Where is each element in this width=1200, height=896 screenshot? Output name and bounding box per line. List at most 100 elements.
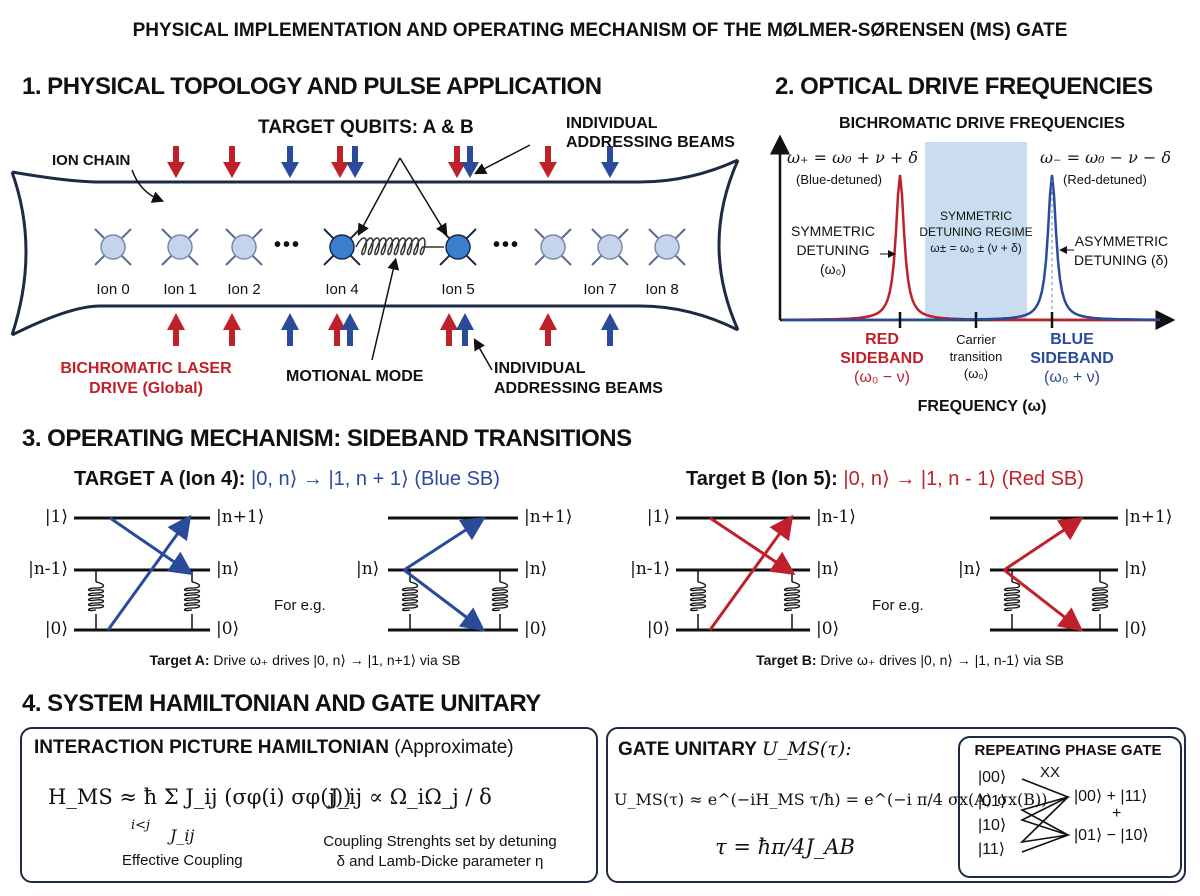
- ion-label: Ion 0: [96, 281, 130, 298]
- section3-heading: 3. OPERATING MECHANISM: SIDEBAND TRANSIT…: [22, 425, 632, 452]
- section2-heading: 2. OPTICAL DRIVE FREQUENCIES: [775, 73, 1153, 100]
- hamiltonian-equation: H_MS ≈ ħ Σ J_ij (σφ(i) σφ(j)): [48, 785, 352, 809]
- blue-beam-arrow: [461, 146, 479, 178]
- level-label: |n-1⟩: [28, 559, 68, 579]
- level-label: |0⟩: [44, 619, 68, 639]
- tau-equation: τ = ħπ/4J_AB: [715, 835, 855, 859]
- ion: [161, 228, 199, 266]
- ellipsis: •••: [274, 234, 302, 256]
- red-beam-arrow: [539, 313, 557, 346]
- ion: [534, 228, 572, 266]
- ellipsis: •••: [493, 234, 521, 256]
- ion-label: Ion 4: [325, 281, 359, 298]
- laser-beams: [167, 146, 619, 346]
- for-eg-label: For e.g.: [872, 597, 924, 614]
- energy-level-diagram: [676, 514, 810, 632]
- blue-detuned-label: (Blue-detuned): [796, 172, 882, 187]
- xx-label: XX: [1040, 764, 1061, 781]
- red-beam-arrow: [167, 313, 185, 346]
- sum-subscript: i<j: [131, 818, 151, 833]
- gate-unitary-title: GATE UNITARY U_MS(τ):: [618, 738, 852, 760]
- for-eg-label: For e.g.: [274, 597, 326, 614]
- phase-gate-mapping: [1019, 778, 1071, 853]
- motional-mode-label: MOTIONAL MODE: [286, 368, 424, 385]
- ion-label: Ion 5: [441, 281, 475, 298]
- ion: [94, 228, 132, 266]
- target-ion: [439, 228, 477, 266]
- coupling-equation: J_ij ∝ Ω_iΩ_j / δ: [330, 785, 492, 809]
- target-b-caption: Target B: Drive ω₊ drives |0, n⟩ → |1, n…: [756, 652, 1064, 668]
- phase-gate-box: [958, 736, 1182, 878]
- jij-label: J_ij: [170, 826, 195, 845]
- level-label: |n⟩: [1124, 559, 1148, 579]
- level-label: |1⟩: [646, 507, 670, 527]
- motional-mode-spring: [355, 237, 444, 256]
- level-label: |n⟩: [216, 559, 240, 579]
- red-beam-arrow: [223, 146, 241, 178]
- target-a-title: TARGET A (Ion 4): |0, n⟩ → |1, n + 1⟩ (B…: [74, 468, 500, 490]
- red-beam-arrow: [448, 146, 466, 178]
- energy-level-diagram: [388, 516, 518, 632]
- ion-chain-label: ION CHAIN: [52, 152, 131, 169]
- red-detuned-label: (Red-detuned): [1063, 172, 1147, 187]
- level-label: |1⟩: [44, 507, 68, 527]
- level-label: |0⟩: [816, 619, 840, 639]
- blue-sideband-peak: [781, 174, 1160, 322]
- phase-gate-title: REPEATING PHASE GATE: [974, 742, 1162, 759]
- level-label: |n+1⟩: [1124, 507, 1173, 527]
- level-label: |n+1⟩: [216, 507, 265, 527]
- symmetric-regime-region: [925, 142, 1027, 320]
- level-label: |n+1⟩: [524, 507, 573, 527]
- phase-plus: +: [1112, 805, 1122, 822]
- target-b-title: Target B (Ion 5): |0, n⟩ → |1, n - 1⟩ (R…: [686, 468, 1084, 490]
- ion-label: Ion 8: [645, 281, 679, 298]
- page-title: PHYSICAL IMPLEMENTATION AND OPERATING ME…: [132, 20, 1068, 41]
- blue-beam-arrow: [281, 313, 299, 346]
- hamiltonian-title: INTERACTION PICTURE HAMILTONIAN (Approxi…: [34, 737, 514, 758]
- phase-output-1: |00⟩ + |11⟩: [1074, 788, 1148, 805]
- level-label: |n⟩: [356, 559, 380, 579]
- ion: [225, 228, 263, 266]
- effective-coupling-label: Effective Coupling: [122, 852, 243, 869]
- ion-label: Ion 2: [227, 281, 261, 298]
- chart-title: BICHROMATIC DRIVE FREQUENCIES: [839, 115, 1125, 132]
- phase-output-2: |01⟩ − |10⟩: [1074, 827, 1149, 844]
- blue-beam-arrow: [341, 313, 359, 346]
- red-beam-arrow: [167, 146, 185, 178]
- ion-label: Ion 1: [163, 281, 197, 298]
- target-ion: [323, 228, 361, 266]
- ion-label: Ion 7: [583, 281, 617, 298]
- red-beam-arrow: [328, 313, 346, 346]
- section4-heading: 4. SYSTEM HAMILTONIAN AND GATE UNITARY: [22, 690, 541, 717]
- level-label: |n⟩: [816, 559, 840, 579]
- blue-beam-arrow: [601, 146, 619, 178]
- hamiltonian-box: [20, 727, 598, 883]
- gate-unitary-box: [606, 727, 1186, 883]
- phase-gate-inputs: |00⟩|01⟩|10⟩|11⟩: [978, 769, 1007, 858]
- blue-beam-arrow: [601, 313, 619, 346]
- omega-minus-eq: ω₋ = ω₀ − ν − δ: [1040, 148, 1172, 167]
- level-diagrams: [74, 514, 1118, 632]
- ion: [648, 228, 686, 266]
- level-label: |n-1⟩: [630, 559, 670, 579]
- blue-beam-arrow: [281, 146, 299, 178]
- level-label: |0⟩: [524, 619, 548, 639]
- level-label: |0⟩: [1124, 619, 1148, 639]
- level-label: |n⟩: [524, 559, 548, 579]
- frequency-axis-label: FREQUENCY (ω): [917, 398, 1047, 415]
- gate-unitary-equation: U_MS(τ) ≈ e^(−iH_MS τ/ħ) = e^(−i π/4 σx(…: [614, 790, 1048, 809]
- energy-level-diagram: [74, 514, 210, 632]
- blue-beam-arrow: [346, 146, 364, 178]
- energy-level-diagram: [990, 516, 1118, 632]
- trap-bottom-electrode: [11, 304, 739, 337]
- red-beam-arrow: [331, 146, 349, 178]
